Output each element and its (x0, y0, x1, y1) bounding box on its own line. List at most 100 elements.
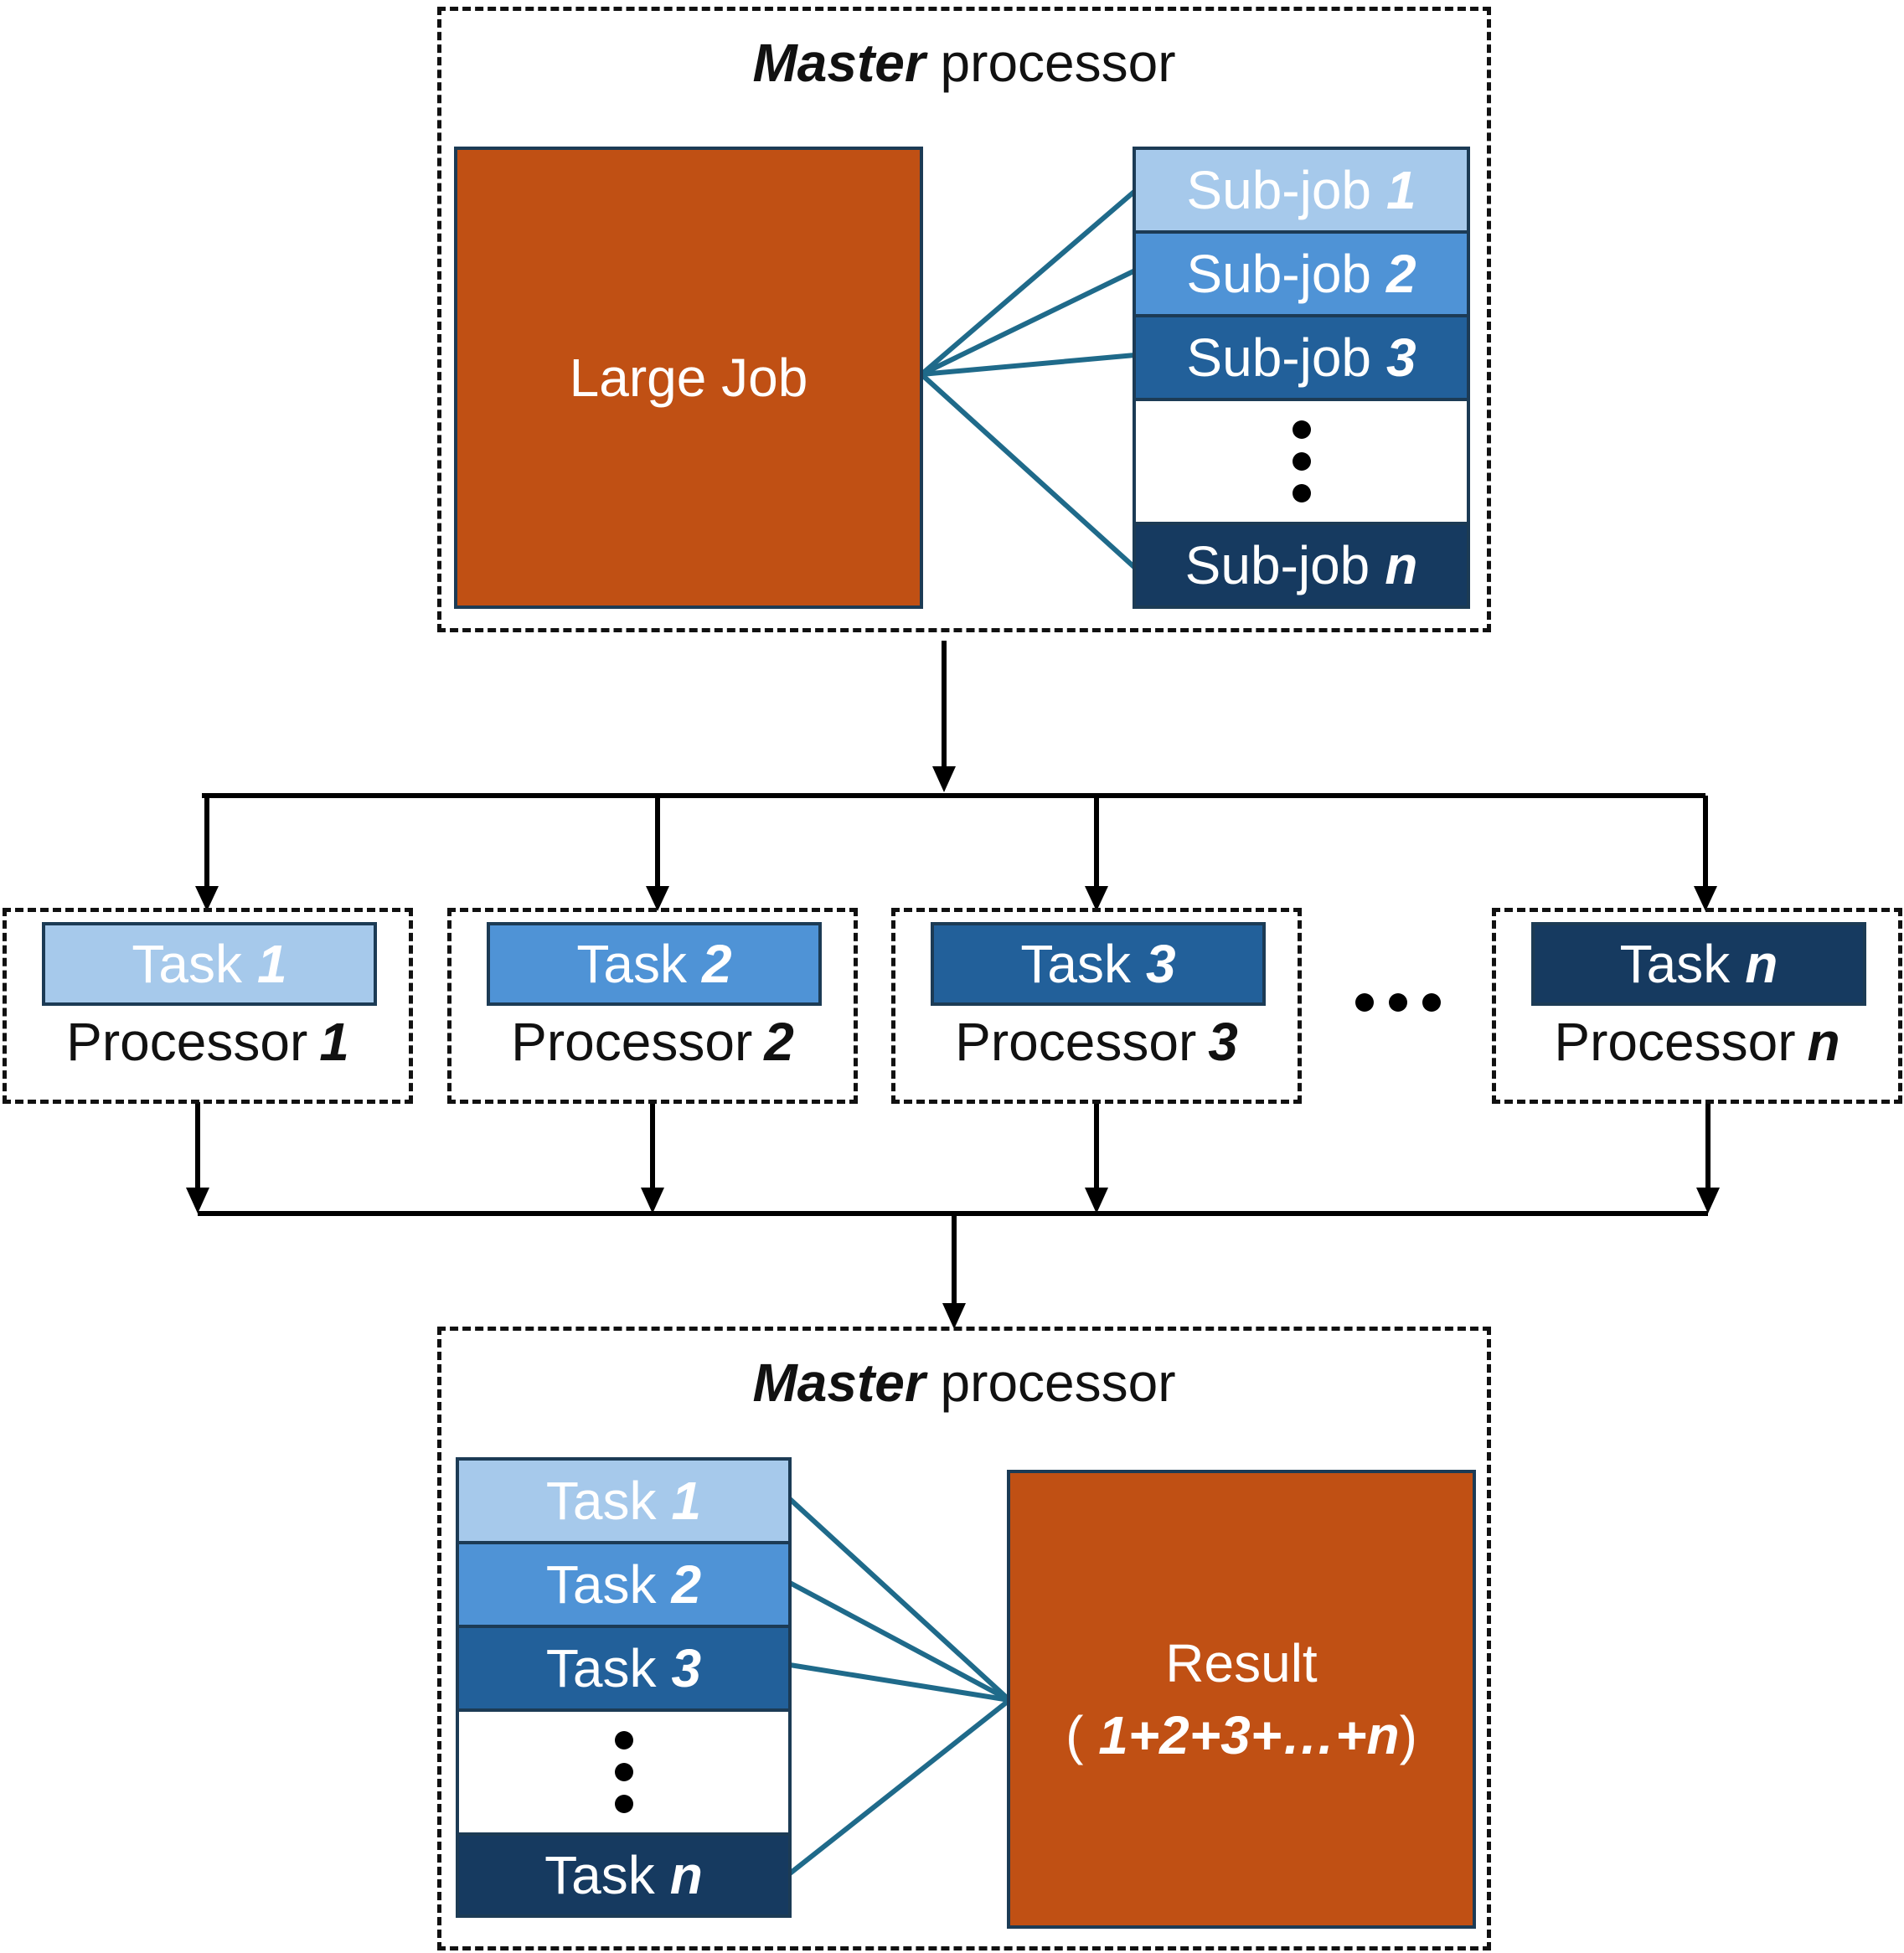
ellipsis-dot (1292, 452, 1311, 471)
subjob-n-prefix: Sub-job (1184, 535, 1370, 595)
arrowhead-processor-3 (1085, 886, 1108, 911)
arrowhead-collect-1 (186, 1188, 209, 1214)
arrowhead-master-down (932, 766, 956, 792)
top-master-title-rest: processor (925, 33, 1176, 93)
collected-task-n-index: n (669, 1845, 703, 1905)
collected-task-1-prefix: Task (545, 1471, 657, 1531)
processor-n-task-prefix: Task (1619, 934, 1731, 994)
ellipsis-dot (1422, 993, 1441, 1012)
processor-3-label-prefix: Processor (955, 1012, 1197, 1072)
subjob-2-prefix: Sub-job (1186, 244, 1371, 304)
ellipsis-dot (614, 1795, 633, 1813)
result-open-paren: ( (1066, 1705, 1099, 1765)
result-expr: 1+2+3+…+n (1098, 1705, 1400, 1765)
arrowhead-processor-2 (646, 886, 669, 911)
fan-line-task-1 (787, 1497, 1012, 1703)
processor-2-label-index: 2 (764, 1012, 794, 1072)
result-box: Result ( 1+2+3+…+n) (1007, 1470, 1476, 1929)
subjob-1-index: 1 (1386, 160, 1416, 220)
collection-arrows (195, 1102, 1711, 1306)
processor-3-task-index: 3 (1146, 934, 1176, 994)
top-master-processor-box: Master processor (437, 7, 1491, 632)
ellipsis-dot (1389, 993, 1407, 1012)
collected-task-3-index: 3 (671, 1638, 702, 1698)
processor-1-label-index: 1 (319, 1012, 349, 1072)
arrowhead-processor-n (1694, 886, 1717, 911)
subjob-1-prefix: Sub-job (1186, 160, 1371, 220)
bottom-master-title-rest: processor (925, 1353, 1176, 1413)
result-expression: ( 1+2+3+…+n) (1066, 1699, 1417, 1771)
ellipsis-dot (1292, 484, 1311, 502)
ellipsis-dot (614, 1763, 633, 1781)
fan-line-task-2 (788, 1580, 1011, 1703)
subjob-3-index: 3 (1386, 327, 1416, 388)
bottom-master-title: Master processor (441, 1352, 1487, 1414)
distribution-arrowheads (195, 766, 1717, 911)
subjob-3-prefix: Sub-job (1186, 327, 1371, 388)
collected-task-2-index: 2 (671, 1554, 702, 1615)
collected-task-3-prefix: Task (545, 1638, 657, 1698)
arrowhead-collect-n (1696, 1188, 1720, 1214)
processor-3-task-prefix: Task (1020, 934, 1131, 994)
arrowhead-master-bottom (942, 1303, 966, 1329)
processor-3-label-index: 3 (1208, 1012, 1238, 1072)
ellipsis-dot (1292, 420, 1311, 439)
processor-ellipsis (1355, 993, 1441, 1012)
fan-line-subjob-2 (920, 268, 1137, 377)
processor-1-task-prefix: Task (132, 934, 242, 994)
fan-line-subjob-3 (921, 353, 1136, 377)
subjob-ellipsis (1136, 401, 1467, 525)
processor-2-task-index: 2 (702, 934, 732, 994)
processor-1-task-index: 1 (257, 934, 287, 994)
top-master-title: Master processor (441, 32, 1487, 94)
task-ellipsis (459, 1712, 788, 1836)
large-job-box: Large Job (454, 147, 923, 609)
task-fanin-lines (787, 1497, 1012, 1876)
fan-line-subjob-n (919, 372, 1138, 570)
distribution-arrows (202, 641, 1708, 888)
fan-line-task-3 (789, 1662, 1010, 1703)
collected-task-1-index: 1 (671, 1471, 702, 1531)
arrowhead-collect-3 (1085, 1188, 1108, 1214)
result-close-paren: ) (1399, 1705, 1417, 1765)
fan-line-subjob-1 (920, 188, 1137, 377)
top-master-title-bold: Master (752, 33, 926, 93)
arrowhead-collect-2 (641, 1188, 664, 1214)
bottom-master-title-bold: Master (752, 1353, 926, 1413)
collected-task-2-prefix: Task (545, 1554, 657, 1615)
ellipsis-dot (614, 1731, 633, 1749)
large-job-label: Large Job (569, 347, 808, 408)
collection-arrowheads (186, 1188, 1720, 1329)
processor-n-task-index: n (1745, 934, 1778, 994)
processor-1-label-prefix: Processor (66, 1012, 308, 1072)
subjob-n-index: n (1385, 535, 1418, 595)
bottom-master-processor-box: Master processor (437, 1327, 1491, 1950)
collected-task-n-prefix: Task (544, 1845, 655, 1905)
result-label: Result (1165, 1632, 1318, 1693)
fan-line-task-n (788, 1698, 1011, 1876)
ellipsis-dot (1355, 993, 1374, 1012)
